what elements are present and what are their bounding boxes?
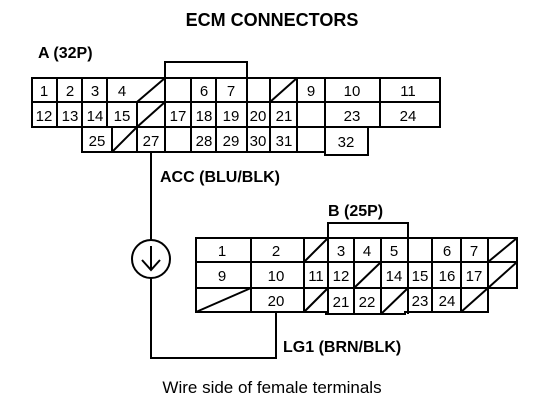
pin-a-9: 9 [307, 83, 315, 100]
pin-b-3: 3 [337, 243, 345, 260]
pin-a-27: 27 [143, 133, 160, 150]
pin-a-14: 14 [87, 108, 104, 125]
probe-wire-lg1 [150, 278, 277, 359]
connector-a-empty-cavity-26 [111, 126, 138, 153]
pin-b-15: 15 [412, 268, 429, 285]
pin-b-9: 9 [218, 268, 226, 285]
pin-a-7: 7 [227, 83, 235, 100]
connector-a-lock-tab [164, 61, 248, 78]
connector-b-label: B (25P) [328, 203, 383, 220]
pin-a-2: 2 [66, 83, 74, 100]
connector-a-label: A (32P) [38, 45, 93, 62]
pin-a-20: 20 [250, 108, 267, 125]
connector-b-empty-cavity-lower [303, 287, 329, 313]
wire-label-lg1: LG1 (BRN/BLK) [283, 339, 401, 356]
pin-b-22: 22 [359, 294, 376, 311]
connector-b-empty-cavity-8 [487, 237, 518, 263]
pin-a-3: 3 [91, 83, 99, 100]
pin-b-6: 6 [443, 243, 451, 260]
connector-b [195, 222, 518, 315]
connector-a-pins: 1 2 3 4 6 7 9 10 11 12 13 14 15 17 18 19… [36, 83, 417, 151]
voltmeter-icon [131, 239, 171, 279]
pin-b-2: 2 [272, 243, 280, 260]
connector-a-empty-cavity-8 [269, 77, 298, 103]
pin-b-17: 17 [466, 268, 483, 285]
pin-a-12: 12 [36, 108, 53, 125]
connector-b-empty-cavity-13 [353, 261, 382, 289]
pin-a-29: 29 [223, 133, 240, 150]
connector-b-empty-cavity-25 [460, 287, 489, 313]
pin-a-25: 25 [89, 133, 106, 150]
connector-a-empty-cavity-16 [136, 101, 166, 128]
connector-b-empty-cavity-18 [487, 261, 518, 289]
connector-b-lock-tab [327, 222, 409, 238]
connector-b-empty-cavity-upper [303, 237, 329, 263]
pin-a-18: 18 [196, 108, 213, 125]
pin-a-19: 19 [223, 108, 240, 125]
pin-b-5: 5 [390, 243, 398, 260]
connector-b-empty-cavity-19 [195, 287, 252, 313]
pin-b-20: 20 [268, 293, 285, 310]
pin-a-13: 13 [62, 108, 79, 125]
connector-b-empty-cavity-22b [380, 287, 409, 315]
pin-a-17: 17 [170, 108, 187, 125]
caption: Wire side of female terminals [162, 378, 381, 397]
pin-b-12: 12 [333, 268, 350, 285]
pin-b-1: 1 [218, 243, 226, 260]
pin-a-11: 11 [400, 83, 416, 100]
connector-b-outline [195, 237, 518, 315]
connector-a [31, 61, 441, 156]
pin-b-16: 16 [439, 268, 456, 285]
pin-a-24: 24 [400, 108, 417, 125]
pin-b-10: 10 [268, 268, 285, 285]
connector-a-empty-cavity-5 [136, 77, 166, 103]
pin-a-28: 28 [196, 133, 213, 150]
pin-b-24: 24 [439, 293, 456, 310]
wire-label-acc: ACC (BLU/BLK) [160, 169, 280, 186]
diagram-title: ECM CONNECTORS [186, 10, 359, 30]
pin-a-32: 32 [338, 134, 355, 151]
pin-b-7: 7 [470, 243, 478, 260]
connector-b-pins: 1 2 3 4 5 6 7 9 10 11 12 14 15 16 17 20 … [218, 243, 483, 311]
pin-a-21: 21 [276, 108, 293, 125]
pin-b-4: 4 [363, 243, 371, 260]
pin-a-15: 15 [114, 108, 131, 125]
pin-a-1: 1 [40, 83, 48, 100]
pin-a-6: 6 [200, 83, 208, 100]
pin-a-4: 4 [118, 83, 126, 100]
pin-b-11: 11 [308, 268, 324, 285]
pin-b-21: 21 [333, 294, 350, 311]
pin-a-30: 30 [250, 133, 267, 150]
pin-a-23: 23 [344, 108, 361, 125]
pin-b-23: 23 [412, 293, 429, 310]
pin-a-10: 10 [344, 83, 361, 100]
pin-a-31: 31 [276, 133, 293, 150]
pin-b-14: 14 [386, 268, 403, 285]
